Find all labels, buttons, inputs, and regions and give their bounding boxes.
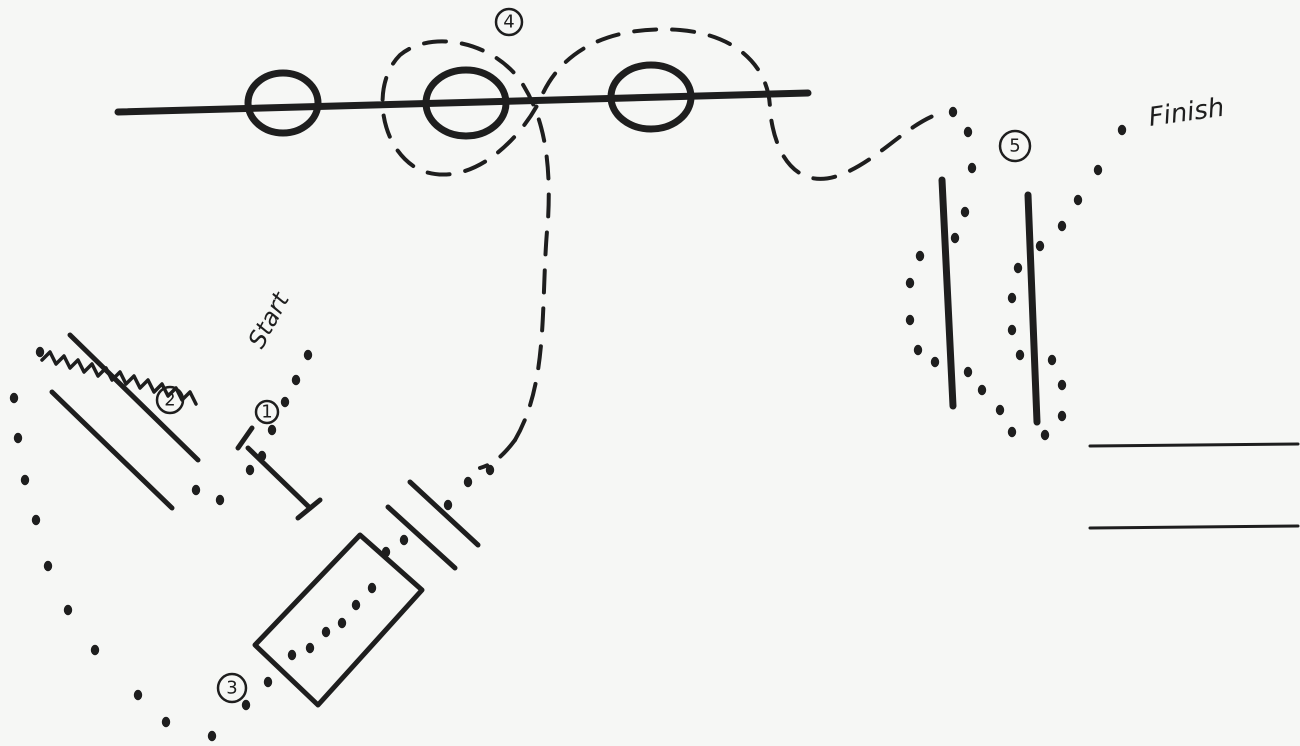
route-dot [161,716,171,728]
route-dot [241,699,251,711]
marker-2: 2 [155,385,185,415]
marker-1: 1 [254,399,280,425]
route-dot [963,126,973,138]
dashed-path [380,27,947,470]
tire-ring-2 [422,66,510,140]
tire-run-obstacle [114,61,812,140]
box-obstacle-3 [252,479,481,708]
route-dot [245,464,255,476]
route-dot [1015,349,1025,361]
route-dot [463,476,473,488]
route-dot [1047,354,1057,366]
svg-text:2: 2 [164,390,175,411]
route-dot [963,366,973,378]
route-dot [1007,426,1017,438]
route-dot [960,206,970,218]
route-dot [31,514,41,526]
route-dot [35,346,45,358]
marker-3: 3 [216,672,248,704]
route-dot [1007,292,1017,304]
route-dot [133,689,143,701]
svg-text:1: 1 [261,402,272,423]
route-dot [303,349,313,361]
route-dot [20,474,30,486]
route-dot [950,232,960,244]
dotted-path [9,106,1127,742]
svg-text:3: 3 [226,678,237,699]
route-dot [948,106,958,118]
route-dot [443,499,453,511]
marker-4: 4 [494,7,524,37]
route-dot [191,484,201,496]
tire-ring-1 [244,69,322,137]
route-dot [1013,262,1023,274]
route-dot [1073,194,1083,206]
route-dot [399,534,409,546]
start-label: Start [243,287,296,353]
route-dot [337,617,347,629]
route-dot [1057,379,1067,391]
route-dot [367,582,377,594]
route-dot [1057,220,1067,232]
route-dot [263,676,273,688]
route-dot [1093,164,1103,176]
svg-text:5: 5 [1009,136,1020,157]
route-dot [913,344,923,356]
route-dot [905,314,915,326]
route-dot [90,644,100,656]
route-dot [1117,124,1127,136]
route-dot [9,392,19,404]
route-dot [1057,410,1067,422]
route-dot [915,250,925,262]
post-obstacle-1 [235,425,323,521]
route-dot [43,560,53,572]
tire-ring-3 [607,61,695,133]
route-dot [207,730,217,742]
route-dot [291,374,301,386]
route-dot [267,424,277,436]
route-dot [321,626,331,638]
finish-label: Finish [1147,93,1226,133]
marker-5: 5 [998,129,1032,163]
route-dot [977,384,987,396]
route-dot [280,396,290,408]
route-dot [287,649,297,661]
route-dot [905,277,915,289]
route-dot [485,464,495,476]
route-dot [1007,324,1017,336]
route-dot [215,494,225,506]
route-dot [1040,429,1050,441]
weave-poles-5 [938,176,1041,426]
route-dot [967,162,977,174]
route-dot [63,604,73,616]
svg-text:4: 4 [503,12,514,33]
route-dot [995,404,1005,416]
route-dot [13,432,23,444]
route-dot [1035,240,1045,252]
route-dot [930,356,940,368]
tire-run-bar [114,89,812,116]
route-dot [351,599,361,611]
crawl-obstacle-2 [40,332,201,511]
route-dot [305,642,315,654]
finish-lines [1088,442,1300,530]
